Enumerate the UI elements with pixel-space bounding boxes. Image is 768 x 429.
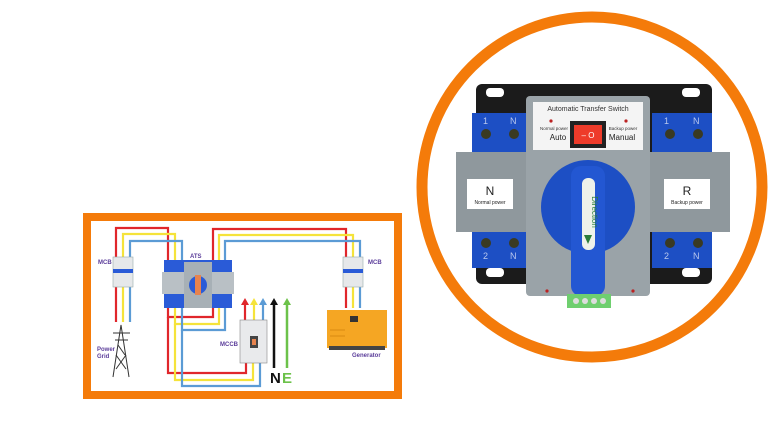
terminal-label: 2 xyxy=(483,251,488,261)
power-grid-label-1: Power xyxy=(97,347,116,353)
manual-label: Manual xyxy=(609,133,635,142)
power-grid-label-2: Grid xyxy=(97,354,110,360)
terminal-block-top-left xyxy=(472,113,532,153)
auto-manual-rocker-switch[interactable] xyxy=(574,125,602,144)
ats-label: ATS xyxy=(190,254,202,260)
wire-blue-link xyxy=(180,308,227,332)
wire-red-load xyxy=(166,317,248,375)
product-title: Automatic Transfer Switch xyxy=(547,106,628,113)
right-panel-caption: Backup power xyxy=(671,200,703,206)
wire-red-link xyxy=(166,308,215,319)
wiring-diagram: MCB MCB ATS MCCB Power Grid Generator N … xyxy=(83,213,402,399)
arrow-heads xyxy=(241,298,291,305)
normal-power-label-plate xyxy=(467,179,513,209)
direction-knob[interactable]: Direction xyxy=(541,160,635,296)
control-terminal-block xyxy=(567,294,611,308)
terminal-label: N xyxy=(510,116,517,126)
right-panel-letter: R xyxy=(683,184,692,198)
left-panel-caption: Normal power xyxy=(474,200,505,206)
mcb-right-icon xyxy=(342,256,364,288)
generator-label: Generator xyxy=(352,353,381,359)
backup-power-label-plate xyxy=(664,179,710,209)
wire-yellow-link xyxy=(173,308,221,326)
backup-power-small-label: Backup power xyxy=(609,126,638,131)
wire-yellow-load xyxy=(173,324,255,382)
terminal-label: N xyxy=(693,251,700,261)
neutral-label: N xyxy=(270,370,281,387)
mccb-label: MCCB xyxy=(220,342,239,348)
mcb-left-icon xyxy=(112,256,134,288)
left-panel-letter: N xyxy=(486,184,495,198)
diagram-frame xyxy=(83,213,402,399)
terminal-label: 1 xyxy=(483,116,488,126)
mcb-left-label: MCB xyxy=(98,260,112,266)
mccb-icon xyxy=(239,319,268,364)
terminal-label: 1 xyxy=(664,116,669,126)
terminal-label: N xyxy=(693,116,700,126)
normal-power-small-label: Normal power xyxy=(540,126,569,131)
generator-icon xyxy=(327,310,387,350)
ats-icon xyxy=(162,260,234,308)
terminal-label: 2 xyxy=(664,251,669,261)
mcb-right-label: MCB xyxy=(368,260,382,266)
terminal-block-top-right xyxy=(652,113,712,153)
knob-label: Direction xyxy=(590,196,599,228)
wire-blue-load xyxy=(180,330,262,388)
product-photo: 1 N 1 N 2 N 2 N N Normal power R Backup … xyxy=(416,11,768,363)
earth-label: E xyxy=(282,370,292,387)
terminal-block-bottom-left xyxy=(472,232,532,268)
power-grid-tower-icon xyxy=(112,324,130,378)
terminal-label: N xyxy=(510,251,517,261)
terminal-block-bottom-right xyxy=(652,232,712,268)
rocker-switch-glyph: – O xyxy=(582,131,595,140)
auto-label: Auto xyxy=(550,133,567,142)
arrow-down-icon xyxy=(584,235,592,244)
